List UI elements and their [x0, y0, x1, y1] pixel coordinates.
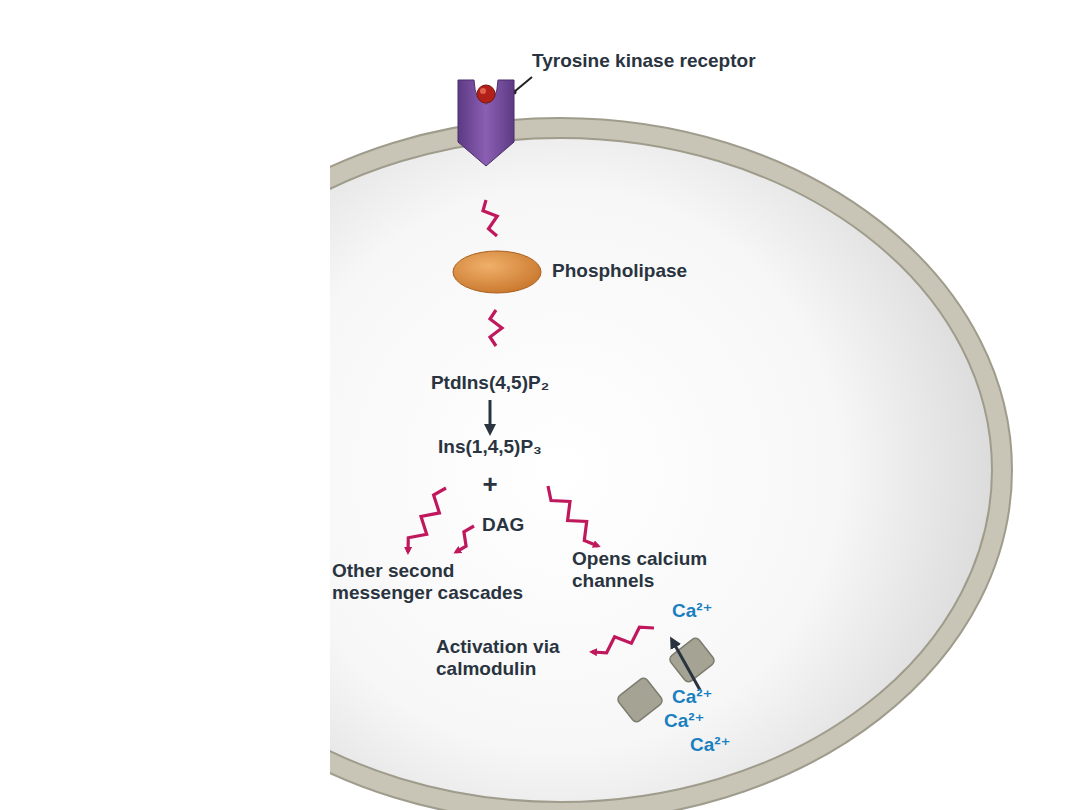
signal-zigzag — [456, 526, 474, 552]
signal-zigzag — [548, 486, 598, 546]
receptor: Tyrosine kinase receptor — [458, 80, 514, 166]
ion-label: Ca²⁺ — [690, 734, 731, 756]
outcome-label: Other second messenger cascades — [332, 560, 552, 604]
messenger-label: DAG — [482, 514, 524, 536]
calcium-influx-arrow — [672, 640, 700, 690]
ion-label: Ca²⁺ — [664, 710, 705, 732]
outcome-label: Opens calcium channels — [572, 548, 722, 592]
lipid-label: PtdIns(4,5)P₂ — [431, 372, 549, 394]
outcome-label: Activation via calmodulin — [436, 636, 576, 680]
plus-sign: + — [482, 470, 497, 500]
signal-zigzag — [408, 488, 446, 552]
ion-label: Ca²⁺ — [672, 686, 713, 708]
signal-zigzag — [490, 310, 502, 346]
receptor-shape — [458, 80, 514, 166]
conversion-arrow — [489, 400, 492, 432]
leader-line — [514, 77, 532, 92]
signal-zigzag — [592, 627, 654, 653]
node-label: Tyrosine kinase receptor — [532, 50, 756, 72]
messenger-label: Ins(1,4,5)P₃ — [438, 436, 542, 458]
phospholipase: Phospholipase — [452, 250, 542, 294]
signal-connector — [483, 200, 497, 236]
ion-label: Ca²⁺ — [672, 600, 713, 622]
phospholipase-shape — [452, 250, 542, 294]
node-label: Phospholipase — [552, 260, 687, 282]
cell-membrane — [330, 118, 1012, 810]
